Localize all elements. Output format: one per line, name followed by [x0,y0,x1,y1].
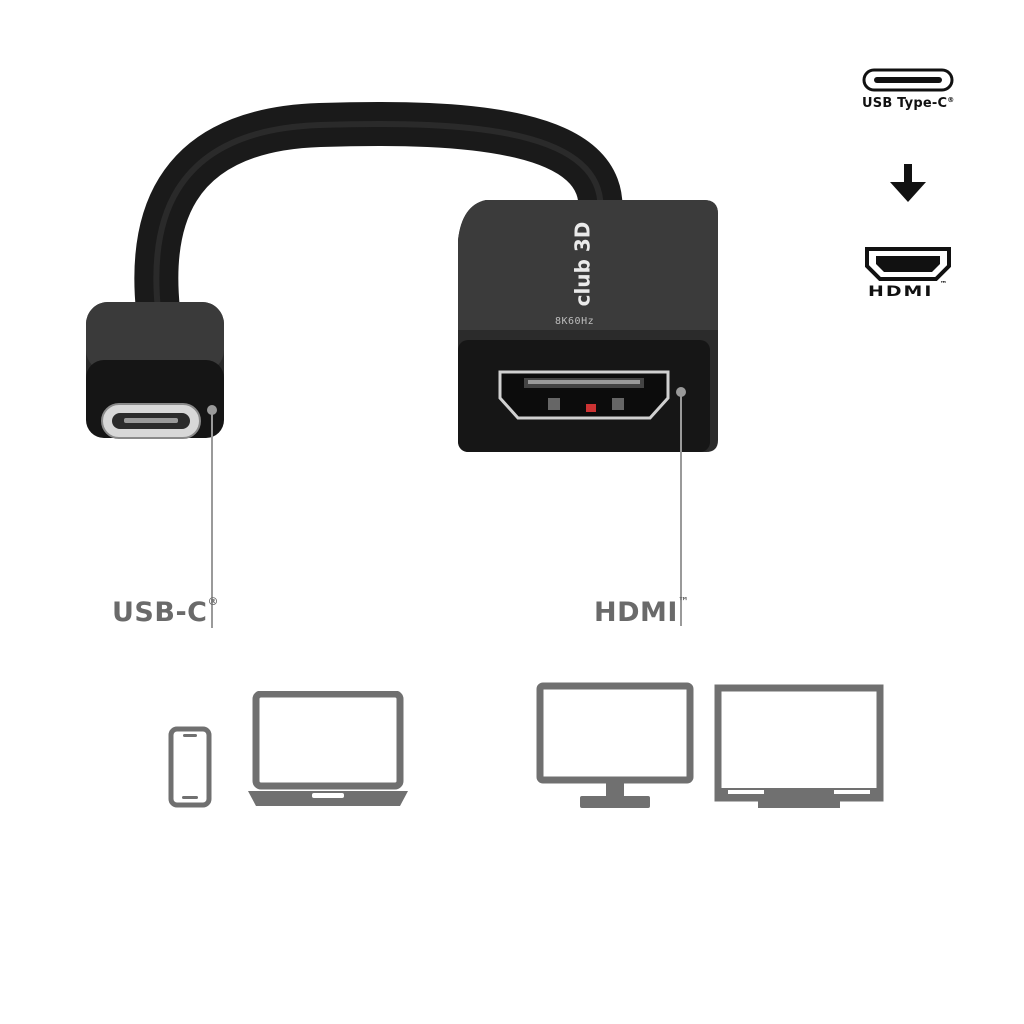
usbc-legend-label: USB Type-C® [862,96,955,111]
phone-icon [168,726,212,808]
hdmi-port-icon [865,247,951,281]
hdmi-housing [458,200,718,452]
usbc-port-icon [862,68,954,92]
monitor-icon [536,682,694,808]
model-label: 8K60Hz [555,316,595,327]
usbc-plug [86,302,224,439]
hdmi-logo-mark: ™ [940,280,948,288]
usbc-callout-label: USB-C® [112,595,219,628]
tv-icon [714,684,884,808]
brand-logo: club 3D [570,221,595,307]
laptop-icon [248,691,408,806]
hdmi-logo: HDMI [868,284,934,300]
hdmi-callout-label: HDMI™ [594,595,690,628]
arrow-down-icon [890,164,926,202]
